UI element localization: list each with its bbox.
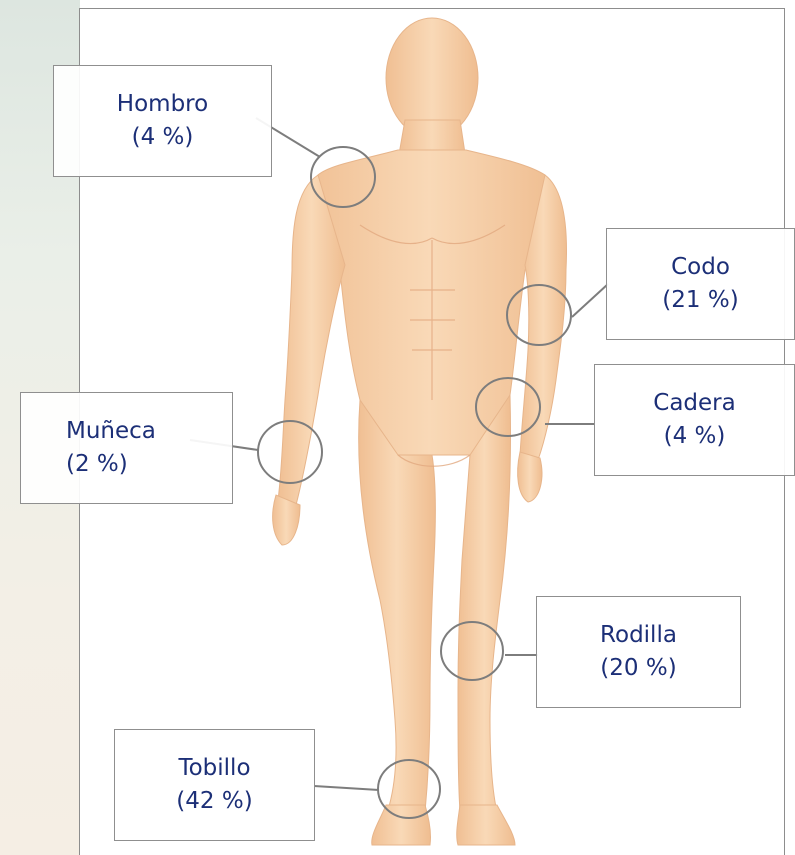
connector-codo bbox=[572, 284, 608, 317]
label-muneca-name: Muñeca bbox=[66, 415, 156, 448]
label-hombro-pct: (4 %) bbox=[132, 121, 194, 154]
label-cadera: Cadera (4 %) bbox=[594, 364, 795, 476]
connector-tobillo bbox=[314, 786, 379, 790]
label-rodilla: Rodilla (20 %) bbox=[536, 596, 741, 708]
label-codo-name: Codo bbox=[671, 251, 730, 284]
label-hombro: Hombro (4 %) bbox=[53, 65, 272, 177]
label-muneca: Muñeca (2 %) bbox=[20, 392, 233, 504]
label-rodilla-pct: (20 %) bbox=[600, 652, 676, 685]
label-tobillo-pct: (42 %) bbox=[176, 785, 252, 818]
label-muneca-pct: (2 %) bbox=[66, 448, 128, 481]
label-cadera-pct: (4 %) bbox=[664, 420, 726, 453]
label-tobillo: Tobillo (42 %) bbox=[114, 729, 315, 841]
label-tobillo-name: Tobillo bbox=[178, 752, 250, 785]
label-hombro-name: Hombro bbox=[117, 88, 208, 121]
label-cadera-name: Cadera bbox=[653, 387, 735, 420]
label-codo-pct: (21 %) bbox=[662, 284, 738, 317]
label-codo: Codo (21 %) bbox=[606, 228, 795, 340]
body-silhouette bbox=[273, 18, 567, 845]
label-rodilla-name: Rodilla bbox=[600, 619, 677, 652]
